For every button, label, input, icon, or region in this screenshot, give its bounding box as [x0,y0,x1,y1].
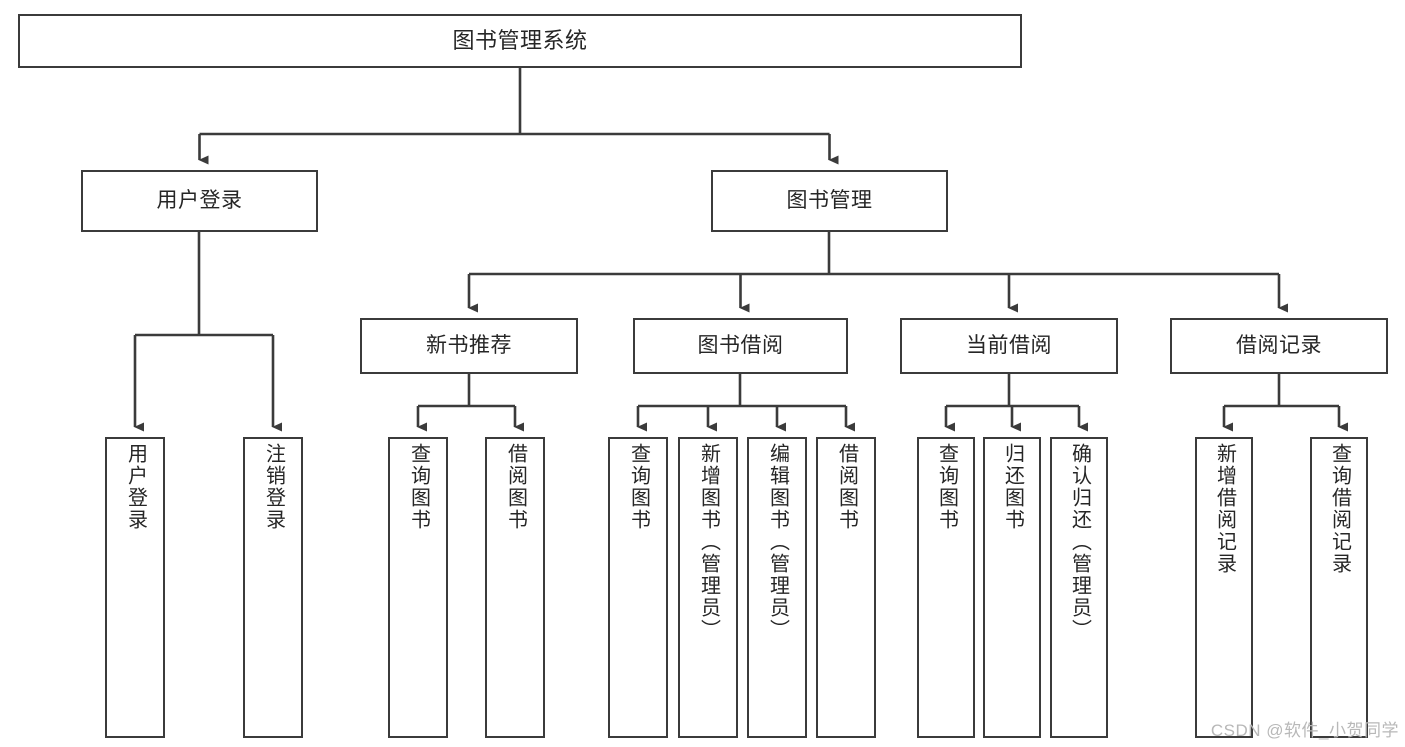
node-leaf-query-book-current[interactable]: 查询图书 [917,437,975,738]
node-label: 查询借阅记录 [1328,443,1351,575]
node-leaf-edit-book[interactable]: 编辑图书（管理员） [747,437,807,738]
node-book-borrow[interactable]: 图书借阅 [633,318,848,374]
node-borrow-record[interactable]: 借阅记录 [1170,318,1388,374]
node-leaf-return-book[interactable]: 归还图书 [983,437,1041,738]
node-label: 查询图书 [935,443,958,531]
node-label: 新增借阅记录 [1213,443,1236,575]
node-label: 编辑图书（管理员） [766,443,789,641]
node-leaf-query-book-borrow[interactable]: 查询图书 [608,437,668,738]
node-leaf-borrow-book-recommend[interactable]: 借阅图书 [485,437,545,738]
node-label: 图书管理 [786,189,873,213]
node-leaf-add-book[interactable]: 新增图书（管理员） [678,437,738,738]
node-label: 新书推荐 [426,334,512,358]
node-label: 借阅图书 [835,443,858,531]
node-new-book-recommend[interactable]: 新书推荐 [360,318,578,374]
node-book-management[interactable]: 图书管理 [711,170,948,232]
node-label: 新增图书（管理员） [697,443,720,641]
node-current-borrow[interactable]: 当前借阅 [900,318,1118,374]
node-leaf-query-book-recommend[interactable]: 查询图书 [388,437,448,738]
node-label: 用户登录 [124,443,147,531]
node-label: 注销登录 [262,443,285,531]
node-label: 借阅记录 [1236,334,1322,358]
node-label: 查询图书 [627,443,650,531]
node-label: 图书借阅 [697,334,784,358]
node-label: 归还图书 [1001,443,1024,531]
node-leaf-logout[interactable]: 注销登录 [243,437,303,738]
node-root[interactable]: 图书管理系统 [18,14,1022,68]
node-label: 确认归还（管理员） [1068,443,1091,641]
node-leaf-query-borrow-record[interactable]: 查询借阅记录 [1310,437,1368,738]
node-label: 用户登录 [156,189,243,213]
node-leaf-user-login[interactable]: 用户登录 [105,437,165,738]
node-leaf-confirm-return[interactable]: 确认归还（管理员） [1050,437,1108,738]
node-label: 当前借阅 [966,334,1052,358]
node-leaf-borrow-book[interactable]: 借阅图书 [816,437,876,738]
node-user-login[interactable]: 用户登录 [81,170,318,232]
node-label: 图书管理系统 [452,27,588,53]
node-label: 借阅图书 [504,443,527,531]
node-label: 查询图书 [407,443,430,531]
node-leaf-add-borrow-record[interactable]: 新增借阅记录 [1195,437,1253,738]
watermark-text: CSDN @软件_小贺同学 [1210,721,1399,740]
